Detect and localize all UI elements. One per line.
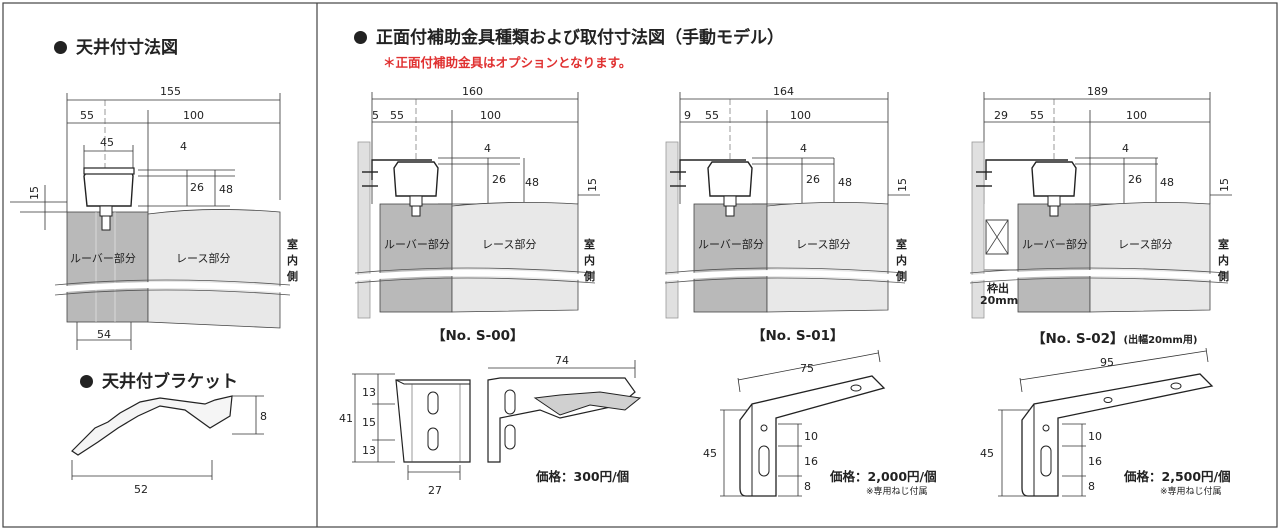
svg-text:189: 189 <box>1087 85 1108 98</box>
svg-text:8: 8 <box>804 480 811 493</box>
s02-bracket-icon <box>1021 373 1214 497</box>
svg-text:15: 15 <box>362 416 376 429</box>
s02-price-note: ※専用ねじ付属 <box>1160 487 1222 497</box>
front-bracket-title: 正面付補助金具種類および取付寸法図（手動モデル） <box>354 23 784 48</box>
svg-text:内: 内 <box>896 253 907 267</box>
s00-head-rail-icon <box>393 161 439 197</box>
svg-text:レース部分: レース部分 <box>1118 237 1172 251</box>
s00-label: 【No. S-00】 <box>432 328 524 344</box>
head-rail-icon <box>83 169 134 207</box>
svg-text:95: 95 <box>1100 356 1114 369</box>
svg-text:側: 側 <box>583 269 595 283</box>
s02-head-rail-icon <box>1031 161 1077 197</box>
svg-text:164: 164 <box>773 85 794 98</box>
svg-text:室: 室 <box>584 237 595 251</box>
svg-text:側: 側 <box>895 269 907 283</box>
svg-text:48: 48 <box>1160 176 1174 189</box>
option-note: ＊正面付補助金具はオプションとなります。 <box>383 55 632 70</box>
svg-text:10: 10 <box>1088 430 1102 443</box>
svg-text:ルーバー部分: ルーバー部分 <box>70 251 136 265</box>
bullet-icon <box>54 41 67 54</box>
svg-text:45: 45 <box>980 447 994 460</box>
s00-bracket-icon <box>395 377 642 463</box>
svg-text:15: 15 <box>896 178 909 192</box>
svg-text:16: 16 <box>804 455 818 468</box>
svg-text:29: 29 <box>994 109 1008 122</box>
svg-text:20mm: 20mm <box>980 294 1018 307</box>
lace-panel <box>147 209 281 329</box>
svg-text:48: 48 <box>525 176 539 189</box>
svg-text:内: 内 <box>1218 253 1229 267</box>
ceiling-bracket-icon <box>71 395 233 456</box>
svg-text:レース部分: レース部分 <box>796 237 850 251</box>
svg-text:100: 100 <box>183 109 204 122</box>
svg-text:26: 26 <box>190 181 204 194</box>
svg-text:100: 100 <box>1126 109 1147 122</box>
bullet-icon <box>354 31 367 44</box>
svg-text:52: 52 <box>134 483 148 496</box>
s01-price-note: ※専用ねじ付属 <box>866 487 928 497</box>
svg-text:55: 55 <box>390 109 404 122</box>
svg-text:55: 55 <box>80 109 94 122</box>
s02-label: 【No. S-02】(出幅20mm用) <box>1032 331 1198 347</box>
svg-text:13: 13 <box>362 386 376 399</box>
svg-text:内: 内 <box>584 253 595 267</box>
s01-label: 【No. S-01】 <box>752 328 844 344</box>
svg-text:55: 55 <box>705 109 719 122</box>
svg-text:10: 10 <box>804 430 818 443</box>
svg-text:15: 15 <box>28 186 41 200</box>
svg-text:8: 8 <box>260 410 267 423</box>
svg-text:26: 26 <box>492 173 506 186</box>
svg-text:100: 100 <box>480 109 501 122</box>
svg-text:15: 15 <box>586 178 599 192</box>
svg-text:26: 26 <box>806 173 820 186</box>
svg-text:45: 45 <box>100 136 114 149</box>
svg-text:側: 側 <box>1217 269 1229 283</box>
svg-text:45: 45 <box>703 447 717 460</box>
svg-text:側: 側 <box>286 269 298 283</box>
svg-text:8: 8 <box>1088 480 1095 493</box>
svg-text:9: 9 <box>684 109 691 122</box>
svg-text:100: 100 <box>790 109 811 122</box>
bullet-icon <box>80 375 93 388</box>
svg-text:ルーバー部分: ルーバー部分 <box>698 237 764 251</box>
svg-text:13: 13 <box>362 444 376 457</box>
svg-text:27: 27 <box>428 484 442 497</box>
svg-text:レース部分: レース部分 <box>176 251 230 265</box>
svg-text:16: 16 <box>1088 455 1102 468</box>
svg-text:74: 74 <box>555 354 569 367</box>
ceiling-title: 天井付寸法図 <box>54 33 178 58</box>
svg-text:48: 48 <box>838 176 852 189</box>
s00-price: 価格：300円/個 <box>536 469 630 484</box>
svg-text:室: 室 <box>1218 237 1229 251</box>
svg-text:4: 4 <box>180 140 187 153</box>
svg-text:ルーバー部分: ルーバー部分 <box>1022 237 1088 251</box>
svg-text:54: 54 <box>97 328 111 341</box>
svg-text:室: 室 <box>896 237 907 251</box>
s01-head-rail-icon <box>707 161 753 197</box>
svg-text:室: 室 <box>287 237 298 251</box>
s01-price: 価格：2,000円/個 <box>830 469 937 484</box>
svg-text:ルーバー部分: ルーバー部分 <box>384 237 450 251</box>
svg-text:160: 160 <box>462 85 483 98</box>
svg-text:41: 41 <box>339 412 353 425</box>
svg-text:枠出: 枠出 <box>987 281 1009 295</box>
svg-text:レース部分: レース部分 <box>482 237 536 251</box>
s02-price: 価格：2,500円/個 <box>1124 469 1231 484</box>
svg-text:4: 4 <box>484 142 491 155</box>
svg-text:155: 155 <box>160 85 181 98</box>
svg-text:4: 4 <box>800 142 807 155</box>
svg-text:4: 4 <box>1122 142 1129 155</box>
svg-text:55: 55 <box>1030 109 1044 122</box>
bracket-title: 天井付ブラケット <box>80 367 238 392</box>
svg-text:15: 15 <box>1218 178 1231 192</box>
svg-text:48: 48 <box>219 183 233 196</box>
svg-text:26: 26 <box>1128 173 1142 186</box>
svg-text:内: 内 <box>287 253 298 267</box>
svg-text:5: 5 <box>372 109 379 122</box>
svg-text:75: 75 <box>800 362 814 375</box>
